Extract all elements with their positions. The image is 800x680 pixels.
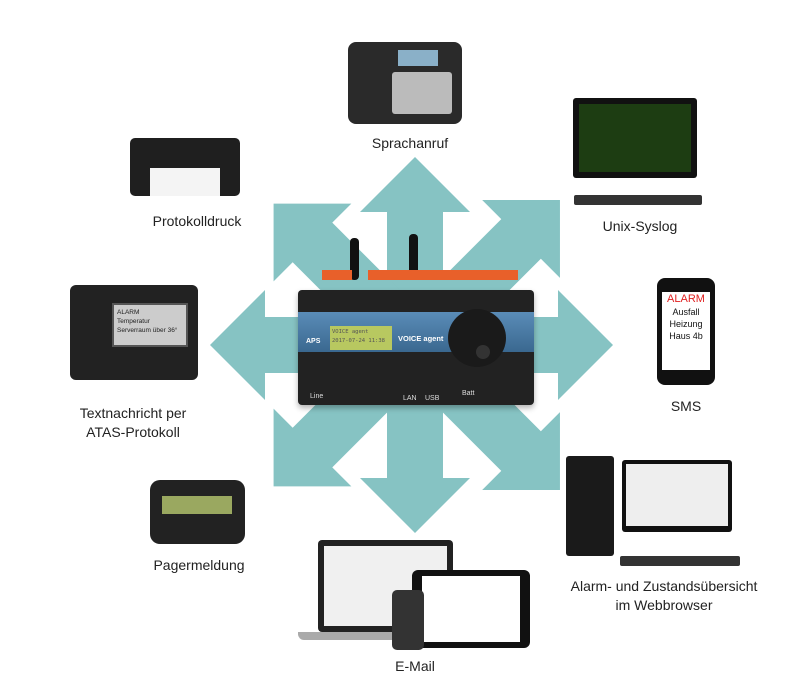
pager-icon — [150, 480, 245, 544]
product-name: VOICE agent — [398, 334, 444, 343]
sms-display: ALARM Ausfall Heizung Haus 4b — [662, 292, 710, 370]
label-line: Alarm- und Zustandsübersicht — [570, 578, 758, 594]
label-web: Alarm- und Zustandsübersicht im Webbrows… — [571, 577, 758, 615]
sms-line: Heizung — [669, 319, 703, 329]
port-label-lan: LAN — [403, 395, 417, 402]
label-email: E-Mail — [395, 658, 435, 674]
rotary-knob — [448, 309, 506, 367]
terminal-block — [368, 270, 518, 280]
display-line: Temperatur — [117, 318, 150, 325]
voice-agent-device: APS VOICE agent 2017-07-24 11:38 VOICE a… — [298, 290, 534, 405]
smartphone-icon — [392, 590, 424, 650]
ip-phone-icon: ALARM Temperatur Serverraum über 36° — [70, 285, 198, 380]
lcd-display: VOICE agent 2017-07-24 11:38 — [330, 326, 392, 350]
antenna-icon — [409, 234, 418, 276]
label-line: Textnachricht per — [79, 405, 187, 421]
monitor-icon — [622, 460, 732, 532]
label-line: im Webbrowser — [615, 597, 713, 613]
lcd-line: 2017-07-24 11:38 — [332, 338, 385, 344]
phone-display: ALARM Temperatur Serverraum über 36° — [112, 303, 188, 347]
label-pager: Pagermeldung — [153, 557, 245, 573]
label-voice-call: Sprachanruf — [371, 135, 449, 151]
laptop-base — [298, 632, 473, 640]
antenna-icon — [350, 238, 359, 280]
display-line: Serverraum über 36° — [117, 327, 178, 334]
label-line: ATAS-Protokoll — [86, 424, 180, 440]
tablet-icon — [412, 570, 530, 648]
sms-line: Haus 4b — [669, 331, 703, 341]
port-label-line: Line — [310, 393, 324, 400]
printer-icon — [130, 138, 240, 196]
label-syslog: Unix-Syslog — [602, 218, 678, 234]
brand-logo: APS — [306, 338, 321, 345]
desk-phone-icon — [348, 42, 462, 124]
port-label-usb: USB — [425, 395, 440, 402]
knob-button — [476, 345, 490, 359]
label-print-log: Protokolldruck — [152, 213, 242, 229]
mobile-phone-icon: ALARM Ausfall Heizung Haus 4b — [657, 278, 715, 385]
terminal-block — [322, 270, 352, 280]
label-atas: Textnachricht per ATAS-Protokoll — [80, 404, 187, 442]
computer-monitor-icon — [573, 98, 697, 178]
keyboard-icon — [574, 195, 702, 205]
port-label-batt: Batt — [462, 390, 475, 397]
keyboard-icon — [620, 556, 740, 566]
sms-line: ALARM — [667, 293, 705, 305]
lcd-line: VOICE agent — [332, 329, 369, 335]
label-sms: SMS — [670, 398, 702, 414]
pc-tower-icon — [566, 456, 614, 556]
sms-line: Ausfall — [672, 307, 700, 317]
display-line: ALARM — [117, 309, 140, 316]
